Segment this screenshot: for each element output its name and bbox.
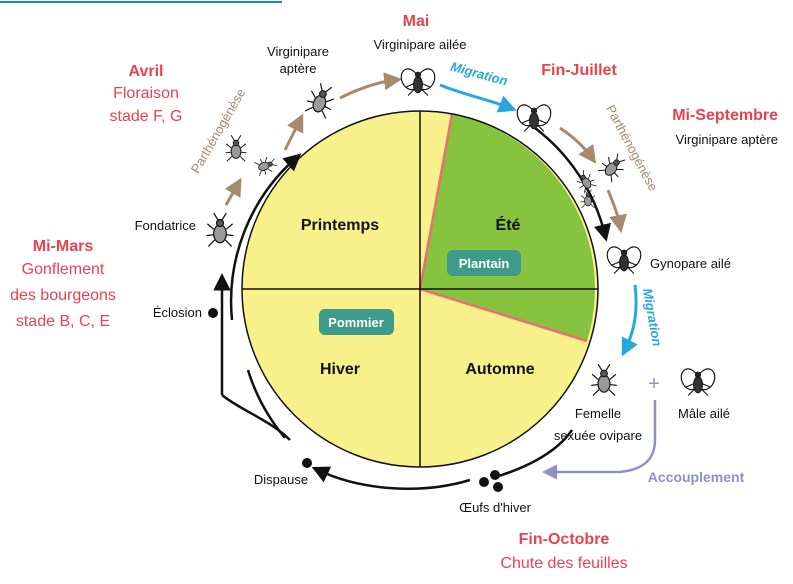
- cycle-arc-autumn: [491, 429, 574, 480]
- stage-virginipare-ailee: Virginipare ailée: [374, 37, 467, 52]
- process-parthenogenese-left: Parthénogénèse: [188, 86, 249, 176]
- season-hiver: Hiver: [320, 361, 360, 378]
- accouplement-arrow: [542, 400, 657, 480]
- period-mi-mars-line-1: Gonflement: [22, 261, 105, 278]
- stage-virginipare-aptere-line-1: Virginipare: [267, 44, 329, 59]
- stage-fondatrice: Fondatrice: [135, 218, 196, 233]
- male-icon: [677, 365, 719, 397]
- season-ete: Été: [496, 215, 521, 234]
- migration-arrow-top: [439, 83, 517, 113]
- season-printemps: Printemps: [301, 217, 379, 234]
- stage-oeufs: Œufs d'hiver: [459, 500, 532, 515]
- plantain-sector: [420, 114, 595, 341]
- period-mi-mars-line-3: stade B, C, E: [16, 313, 110, 330]
- stage-male-aile: Mâle ailé: [678, 406, 730, 421]
- period-mi-septembre-title: Mi-Septembre: [672, 107, 778, 124]
- stage-virginipare-aptere-line-2: aptère: [280, 61, 317, 76]
- season-wheel: Printemps Été Automne Hiver Plantain Pom…: [241, 110, 599, 468]
- stage-femelle-line-1: Femelle: [575, 406, 621, 421]
- gynopare-icon: [603, 243, 645, 275]
- pommier-badge: [319, 309, 394, 335]
- oeufs-icon: [479, 470, 503, 492]
- sector-divider-1: [418, 113, 454, 290]
- process-accouplement: Accouplement: [648, 469, 745, 485]
- process-migration-top: Migration: [449, 59, 509, 89]
- sector-divider-2: [419, 287, 588, 343]
- fin-juillet-winged-icon: [513, 101, 555, 133]
- virginipare-aptere-icon: [302, 80, 339, 120]
- migration-arrow-right: [621, 284, 638, 357]
- stage-eclosion: Éclosion: [153, 305, 202, 320]
- arrow-to-aptere-sept: [559, 126, 597, 164]
- virginipare-ailee-icon: [397, 65, 439, 97]
- wheel-outline: [241, 110, 599, 468]
- season-automne: Automne: [465, 361, 534, 378]
- cycle-arrow-spring: [229, 153, 302, 321]
- period-avril-title: Avril: [129, 63, 164, 80]
- plantain-badge-label: Plantain: [459, 256, 510, 271]
- period-mai-title: Mai: [403, 13, 430, 30]
- period-mi-mars-line-2: des bourgeons: [10, 287, 116, 304]
- eclosion-dot: [208, 308, 218, 318]
- period-fin-juillet-title: Fin-Juillet: [541, 62, 617, 79]
- period-avril-line-2: stade F, G: [110, 108, 183, 125]
- fondatrice-icon: [205, 212, 235, 248]
- plantain-badge: [447, 250, 521, 276]
- stage-gynopare-aile: Gynopare ailé: [650, 256, 731, 271]
- plus-sign: +: [648, 373, 660, 395]
- aptere-sept-icon-1: [596, 149, 630, 184]
- arrow-to-virginipare-ailee: [339, 72, 403, 100]
- cycle-arc-dispause: [221, 394, 291, 441]
- aptere-icon-1: [225, 134, 247, 162]
- period-fin-octobre-title: Fin-Octobre: [519, 531, 610, 548]
- pommier-badge-label: Pommier: [328, 315, 384, 330]
- process-migration-right: Migration: [640, 287, 665, 347]
- aptere-icon-2: [253, 153, 280, 178]
- stage-femelle-line-2: sexuée ovipare: [554, 428, 642, 443]
- cycle-arrow-oeufs: [311, 466, 471, 490]
- arrow-to-gynopare: [606, 189, 627, 234]
- period-fin-octobre-line-1: Chute des feuilles: [500, 555, 627, 572]
- period-avril-line-1: Floraison: [113, 85, 179, 102]
- arrow-to-virginipare-aptere: [283, 113, 304, 151]
- arrow-fondatrice-to-aptere: [224, 177, 242, 206]
- dispause-dot: [302, 458, 312, 468]
- femelle-icon: [590, 363, 618, 397]
- stage-dispause: Dispause: [254, 472, 308, 487]
- stage-virginipare-aptere-sept: Virginipare aptère: [676, 132, 778, 147]
- period-mi-mars-title: Mi-Mars: [33, 238, 94, 255]
